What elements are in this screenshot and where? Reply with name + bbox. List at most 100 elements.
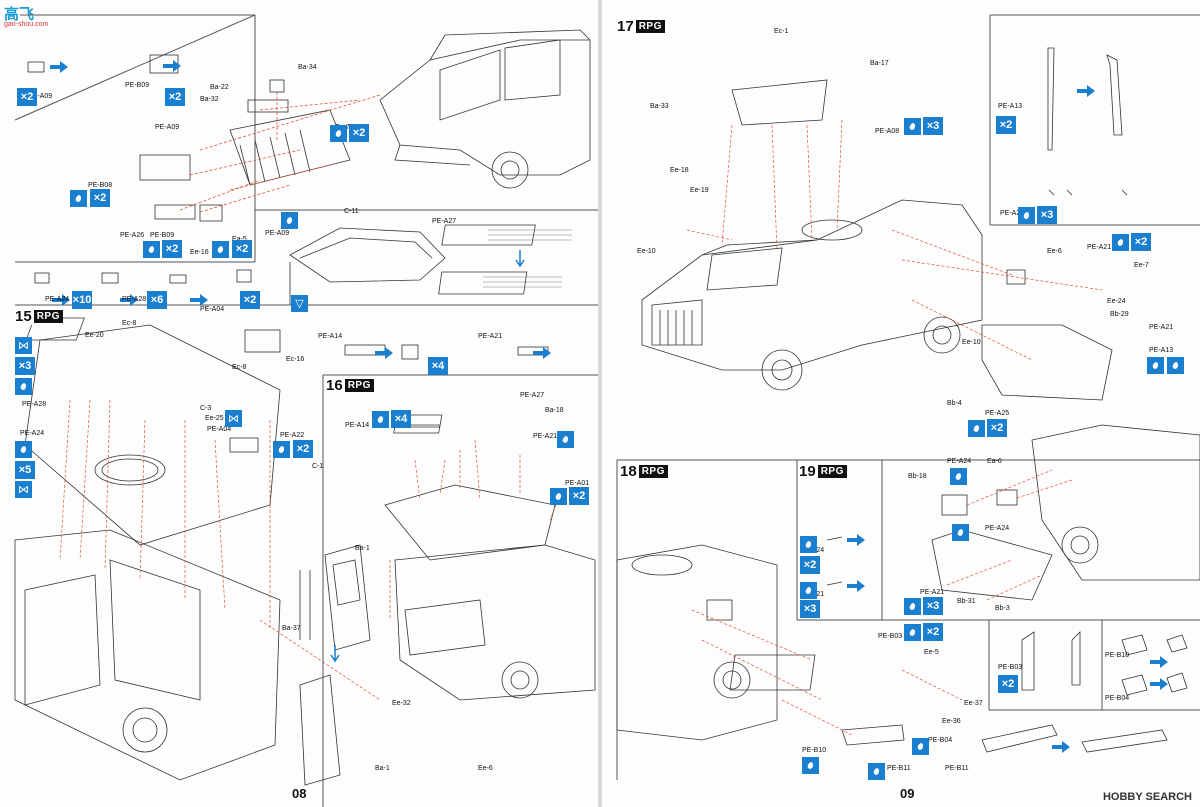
part-label: PE-B11	[887, 765, 911, 772]
part-label: PE-A08	[875, 128, 900, 135]
quantity-badge: ×4	[428, 357, 448, 375]
part-label: PE-A25	[985, 410, 1010, 417]
glue-icon	[1147, 357, 1164, 374]
part-label: PE-A09	[28, 93, 53, 100]
part-label: Ee-36	[942, 718, 961, 725]
page-number: 09	[900, 786, 915, 801]
glue-icon	[868, 763, 885, 780]
part-label: PE-A04	[207, 426, 232, 433]
part-label: PE-B03	[878, 633, 903, 640]
quantity-badge: ×3	[923, 117, 943, 135]
part-label: Ee-37	[964, 700, 983, 707]
part-label: PE-A21	[478, 333, 503, 340]
step-number: 15	[15, 308, 32, 325]
glue-icon	[212, 241, 229, 258]
quantity-badge: ×2	[232, 240, 252, 258]
part-label: Ec-8	[232, 364, 247, 371]
quantity-badge: ×2	[996, 116, 1016, 134]
part-label: Ba-18	[545, 407, 564, 414]
quantity-badge: ×2	[998, 675, 1018, 693]
part-label: PE-A24	[45, 296, 70, 303]
quantity-badge: ×2	[165, 88, 185, 106]
part-label: Ee-6	[1047, 248, 1062, 255]
quantity-badge: ×10	[72, 291, 92, 309]
glue-icon	[15, 378, 32, 395]
step-number: 18	[620, 463, 637, 480]
part-label: C-3	[200, 405, 212, 412]
fold-icon: ▽	[291, 295, 308, 312]
part-label: Ec-8	[122, 320, 137, 327]
glue-icon	[1167, 357, 1184, 374]
part-label: Ba-33	[650, 103, 669, 110]
part-label: PE-A28	[22, 401, 47, 408]
glue-icon	[70, 190, 87, 207]
quantity-badge: ×2	[923, 623, 943, 641]
part-label: Ea-6	[987, 458, 1002, 465]
quantity-badge: ×3	[1037, 206, 1057, 224]
quantity-badge: ×3	[15, 357, 35, 375]
part-label: Bb-18	[908, 473, 927, 480]
part-label: Ba-37	[282, 625, 301, 632]
part-label: Bb-4	[947, 400, 962, 407]
part-label: PE-A14	[345, 422, 370, 429]
glue-icon	[1112, 234, 1129, 251]
step-number: 19	[799, 463, 816, 480]
left-page-drawings	[14, 14, 598, 807]
part-label: Bb-29	[1110, 311, 1129, 318]
fold-icon: ⋈	[15, 481, 32, 498]
glue-icon	[1018, 207, 1035, 224]
part-label: PE-A21	[920, 589, 945, 596]
part-label: PE-B04	[928, 737, 953, 744]
part-label: PE-B09	[125, 82, 150, 89]
quantity-badge: ×2	[349, 124, 369, 142]
part-label: PE-A13	[998, 103, 1023, 110]
part-label: PE-B04	[1105, 695, 1130, 702]
quantity-badge: ×6	[147, 291, 167, 309]
part-label: PE-A26	[120, 232, 145, 239]
part-label: Ee-5	[924, 649, 939, 656]
part-label: PE-A28	[122, 296, 147, 303]
part-label: Ba-22	[210, 84, 229, 91]
part-label: PE-A13	[1149, 347, 1174, 354]
glue-icon	[330, 125, 347, 142]
part-label: PE-A27	[432, 218, 457, 225]
part-label: PE-B03	[998, 664, 1023, 671]
part-label: Ec-1	[774, 28, 789, 35]
part-label: PE-A01	[565, 480, 590, 487]
quantity-badge: ×3	[923, 597, 943, 615]
part-label: PE-A21	[533, 433, 558, 440]
rpg-logo: RPG	[635, 20, 665, 33]
quantity-badge: ×2	[569, 487, 589, 505]
part-label: Ba-32	[200, 96, 219, 103]
glue-icon	[557, 431, 574, 448]
quantity-badge: ×2	[293, 440, 313, 458]
rpg-logo: RPG	[817, 465, 847, 478]
part-label: Bb-3	[995, 605, 1010, 612]
glue-icon	[904, 118, 921, 135]
part-label: Ea-5	[232, 236, 247, 243]
part-label: PE-A22	[280, 432, 305, 439]
glue-icon	[281, 212, 298, 229]
part-label: PE-A27	[520, 392, 545, 399]
manual-page-left: 高飞 gao-shou.com	[0, 0, 598, 807]
part-label: Ba-17	[870, 60, 889, 67]
part-label: Ee-7	[1134, 262, 1149, 269]
glue-icon	[15, 441, 32, 458]
part-label: PE-A04	[200, 306, 225, 313]
part-label: Ee-10	[637, 248, 656, 255]
glue-icon	[550, 488, 567, 505]
rpg-logo: RPG	[33, 310, 63, 323]
fold-icon: ⋈	[15, 337, 32, 354]
part-label: PE-A21	[1087, 244, 1112, 251]
part-label: PE-B10	[1105, 652, 1130, 659]
site-url: gao-shou.com	[4, 21, 49, 28]
rpg-logo: RPG	[638, 465, 668, 478]
part-label: PE-A24	[947, 458, 972, 465]
part-label: Ee-6	[478, 765, 493, 772]
glue-icon	[950, 468, 967, 485]
fold-icon: ⋈	[225, 410, 242, 427]
part-label: PE-A21	[1000, 210, 1025, 217]
